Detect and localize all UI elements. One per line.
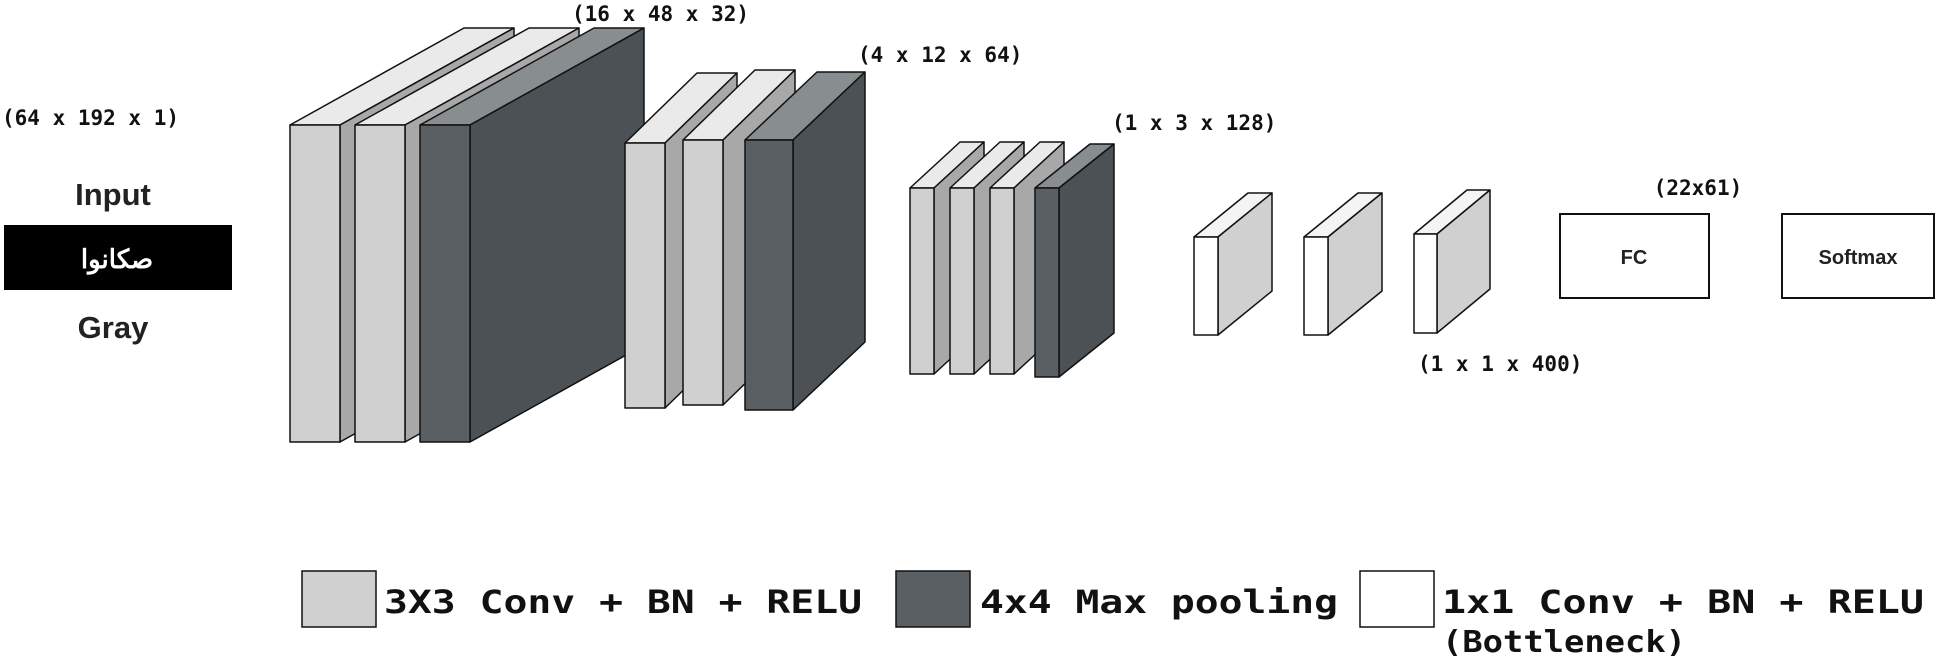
bottleneck-slab-3 <box>1413 189 1491 334</box>
input-image <box>4 225 232 290</box>
block3-shape-label: (1 x 3 x 128) <box>1112 111 1276 135</box>
input-image-word: صكانوا <box>81 245 153 275</box>
block3-maxpool-slab <box>1034 143 1115 378</box>
block1-shape-label: (16 x 48 x 32) <box>572 2 749 26</box>
fc-label: FC <box>1621 247 1648 269</box>
bottleneck-slab-1 <box>1193 192 1273 336</box>
block1-maxpool-slab <box>419 27 645 443</box>
legend: 3X3 Conv + BN + RELU 4x4 Max pooling 1x1… <box>301 570 1924 660</box>
legend-pool-label: 4x4 Max pooling <box>980 583 1338 621</box>
block2-maxpool-slab <box>744 71 866 411</box>
softmax-box <box>1781 213 1935 299</box>
legend-bottleneck-swatch <box>1359 570 1435 628</box>
legend-conv-label: 3X3 Conv + BN + RELU <box>384 583 862 621</box>
gray-label: Gray <box>78 310 149 345</box>
input-shape-label: (64 x 192 x 1) <box>2 106 179 130</box>
bottleneck-slab-2 <box>1303 192 1383 336</box>
legend-bottleneck-sublabel: (Bottleneck) <box>1442 625 1686 660</box>
block-1: (16 x 48 x 32) <box>289 2 749 443</box>
bottleneck-shape-label: (1 x 1 x 400) <box>1418 352 1582 376</box>
fc-layer: (22x61) FC <box>1559 176 1743 299</box>
softmax-layer: Softmax <box>1781 213 1935 299</box>
block2-shape-label: (4 x 12 x 64) <box>858 43 1022 67</box>
fc-shape-label: (22x61) <box>1654 176 1743 200</box>
block-2: (4 x 12 x 64) <box>624 43 1022 411</box>
softmax-label: Softmax <box>1819 247 1898 269</box>
input-label: Input <box>75 177 151 212</box>
fc-box <box>1559 213 1710 299</box>
legend-conv-swatch <box>301 570 377 628</box>
legend-bottleneck-label: 1x1 Conv + BN + RELU <box>1442 583 1924 621</box>
bottleneck-block: (1 x 1 x 400) <box>1193 189 1582 376</box>
legend-pool-swatch <box>895 570 971 628</box>
block-3: (1 x 3 x 128) <box>909 111 1276 378</box>
